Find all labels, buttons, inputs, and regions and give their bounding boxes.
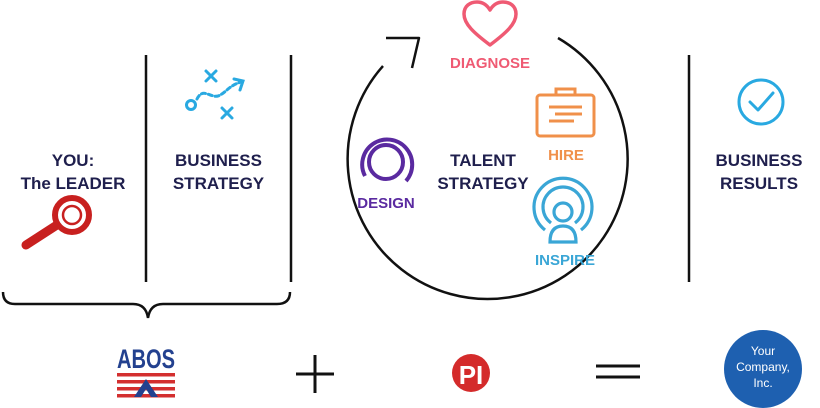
design-label: DESIGN bbox=[357, 195, 415, 212]
inspire-label: INSPIRE bbox=[534, 252, 595, 269]
company-line1: Your bbox=[750, 344, 776, 358]
pi-logo-text: PI bbox=[459, 360, 484, 390]
business-strategy-line2: STRATEGY bbox=[172, 174, 265, 193]
leader-label: YOU: The LEADER bbox=[0, 149, 146, 195]
business-results-line2: RESULTS bbox=[719, 174, 799, 193]
business-strategy-line1: BUSINESS bbox=[175, 151, 262, 170]
talent-strategy-line1: TALENT bbox=[450, 151, 516, 170]
abos-logo: ABOS bbox=[117, 344, 175, 398]
company-line2: Company, bbox=[736, 360, 790, 374]
company-circle bbox=[724, 330, 802, 408]
heart-icon bbox=[462, 0, 518, 47]
plus-sign bbox=[296, 355, 334, 393]
check-circle-icon bbox=[737, 78, 785, 126]
diagnose-label: DIAGNOSE bbox=[449, 55, 530, 72]
business-strategy-label: BUSINESS STRATEGY bbox=[146, 149, 291, 195]
inspire-broadcast-icon bbox=[532, 176, 594, 244]
hire-label: HIRE bbox=[548, 147, 584, 164]
business-results-line1: BUSINESS bbox=[715, 151, 803, 170]
abos-logo-text: ABOS bbox=[117, 344, 175, 374]
equals-sign bbox=[596, 364, 640, 379]
briefcase-icon bbox=[535, 87, 596, 138]
talent-strategy-label: TALENT STRATEGY bbox=[418, 149, 548, 195]
talent-strategy-line2: STRATEGY bbox=[437, 174, 529, 193]
leader-label-line2: The LEADER bbox=[20, 174, 126, 193]
pi-logo: PI bbox=[452, 354, 490, 392]
left-brace bbox=[1, 291, 292, 319]
company-line3: Inc. bbox=[753, 376, 773, 390]
arrow-head bbox=[386, 36, 421, 69]
company-label: Your Company, Inc. bbox=[724, 343, 802, 391]
magnifier-icon bbox=[21, 195, 92, 250]
leader-label-line1: YOU: bbox=[51, 151, 95, 170]
talent-cycle-arrow bbox=[346, 36, 629, 301]
strategy-play-icon bbox=[185, 69, 245, 120]
design-ring-icon bbox=[360, 137, 415, 183]
business-results-label: BUSINESS RESULTS bbox=[698, 149, 820, 195]
